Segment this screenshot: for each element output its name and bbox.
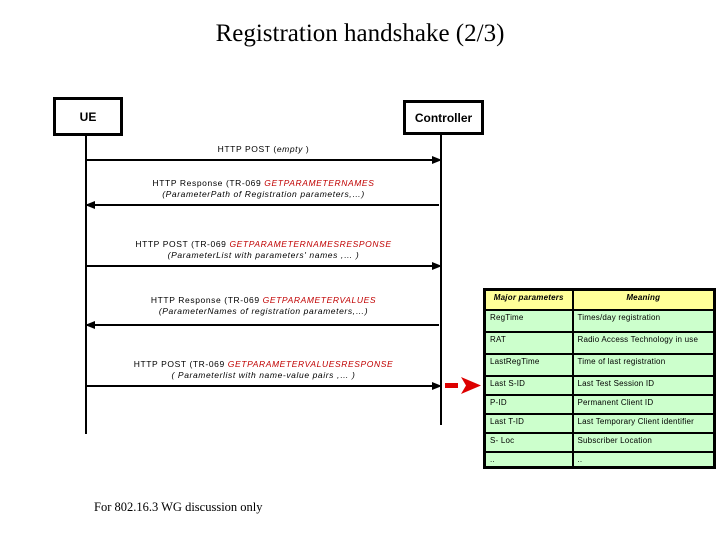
table-row: P-ID Permanent Client ID <box>483 394 716 415</box>
actor-ue-label: UE <box>79 109 97 124</box>
message-http-response-getparametervalues: HTTP Response (TR-069 GETPARAMETERVALUES… <box>85 295 441 329</box>
msg-text: HTTP Response (TR-069 <box>150 295 263 305</box>
message-label: HTTP POST (TR-069 GETPARAMETERVALUESRESP… <box>86 359 441 381</box>
table-row: S- Loc Subscriber Location <box>483 432 716 453</box>
message-line <box>86 265 439 267</box>
parameters-table: Major parameters Meaning RegTime Times/d… <box>483 288 716 469</box>
table-header-row: Major parameters Meaning <box>483 288 716 311</box>
arrowhead-right-icon <box>432 382 442 390</box>
actor-box-controller: Controller <box>403 100 484 135</box>
message-label: HTTP Response (TR-069 GETPARAMETERVALUES… <box>86 295 441 317</box>
param-cell: LastRegTime <box>483 353 574 377</box>
msg-text: ) <box>302 144 310 154</box>
arrowhead-left-icon <box>85 201 95 209</box>
message-line1: HTTP Response (TR-069 GETPARAMETERNAMES <box>86 178 441 189</box>
meaning-cell: Radio Access Technology in use <box>571 331 716 355</box>
param-cell: Last S-ID <box>483 375 574 396</box>
msg-method-name: GETPARAMETERNAMES <box>264 178 375 188</box>
actor-controller-label: Controller <box>414 110 473 125</box>
arrowhead-left-icon <box>85 321 95 329</box>
meaning-cell: Subscriber Location <box>571 432 716 453</box>
message-line <box>86 324 439 326</box>
table-header-major-parameters: Major parameters <box>483 288 574 311</box>
message-label: HTTP Response (TR-069 GETPARAMETERNAMES … <box>86 178 441 200</box>
message-label: HTTP POST (empty ) <box>86 144 441 155</box>
param-cell: RegTime <box>483 309 574 333</box>
message-line1: HTTP POST (TR-069 GETPARAMETERVALUESRESP… <box>86 359 441 370</box>
message-label: HTTP POST (TR-069 GETPARAMETERNAMESRESPO… <box>86 239 441 261</box>
meaning-cell: Permanent Client ID <box>571 394 716 415</box>
message-line <box>86 204 439 206</box>
message-line2: (ParameterNames of registration paramete… <box>158 306 369 316</box>
msg-text: HTTP POST (TR-069 <box>135 239 230 249</box>
message-http-post-getparametervaluesresponse: HTTP POST (TR-069 GETPARAMETERVALUESRESP… <box>86 359 442 390</box>
table-row: LastRegTime Time of last registration <box>483 353 716 377</box>
msg-method-name: GETPARAMETERVALUESRESPONSE <box>227 359 394 369</box>
msg-method-name: GETPARAMETERVALUES <box>262 295 377 305</box>
param-cell: Last T-ID <box>483 413 574 434</box>
message-line1: HTTP POST (empty ) <box>86 144 441 155</box>
message-line2: (ParameterPath of Registration parameter… <box>162 189 365 199</box>
message-http-post-empty: HTTP POST (empty ) <box>86 144 442 164</box>
param-cell: S- Loc <box>483 432 574 453</box>
meaning-cell: Times/day registration <box>571 309 716 333</box>
meaning-cell: Time of last registration <box>571 353 716 377</box>
param-cell: .. <box>483 451 574 469</box>
table-header-meaning: Meaning <box>571 288 716 311</box>
msg-text: HTTP POST (TR-069 <box>133 359 228 369</box>
meaning-cell: Last Temporary Client identifier <box>571 413 716 434</box>
arrowhead-right-icon <box>432 156 442 164</box>
message-line1: HTTP Response (TR-069 GETPARAMETERVALUES <box>86 295 441 306</box>
message-http-post-getparameternamesresponse: HTTP POST (TR-069 GETPARAMETERNAMESRESPO… <box>86 239 442 270</box>
actor-box-ue: UE <box>53 97 123 136</box>
table-row: Last S-ID Last Test Session ID <box>483 375 716 396</box>
message-http-response-getparameternames: HTTP Response (TR-069 GETPARAMETERNAMES … <box>85 178 441 209</box>
table-row: RegTime Times/day registration <box>483 309 716 333</box>
msg-method-name: GETPARAMETERNAMESRESPONSE <box>229 239 392 249</box>
footer-note: For 802.16.3 WG discussion only <box>94 500 263 514</box>
message-line <box>86 385 439 387</box>
message-line <box>86 159 439 161</box>
highlight-arrow-icon <box>445 377 481 394</box>
message-line2: (ParameterList with parameters' names ,…… <box>167 250 360 260</box>
msg-text-italic: empty <box>276 144 303 154</box>
table-row: .. .. <box>483 451 716 469</box>
message-line1: HTTP POST (TR-069 GETPARAMETERNAMESRESPO… <box>86 239 441 250</box>
meaning-cell: .. <box>571 451 716 469</box>
meaning-cell: Last Test Session ID <box>571 375 716 396</box>
param-cell: RAT <box>483 331 574 355</box>
arrowhead-right-icon <box>432 262 442 270</box>
msg-text: HTTP POST ( <box>217 144 277 154</box>
lifeline-ue <box>85 133 87 434</box>
msg-text: HTTP Response (TR-069 <box>152 178 265 188</box>
lifeline-controller <box>440 132 442 425</box>
param-cell: P-ID <box>483 394 574 415</box>
table-row: RAT Radio Access Technology in use <box>483 331 716 355</box>
page-title: Registration handshake (2/3) <box>215 20 505 47</box>
table-row: Last T-ID Last Temporary Client identifi… <box>483 413 716 434</box>
message-line2: ( Parameterlist with name-value pairs ,…… <box>171 370 356 380</box>
